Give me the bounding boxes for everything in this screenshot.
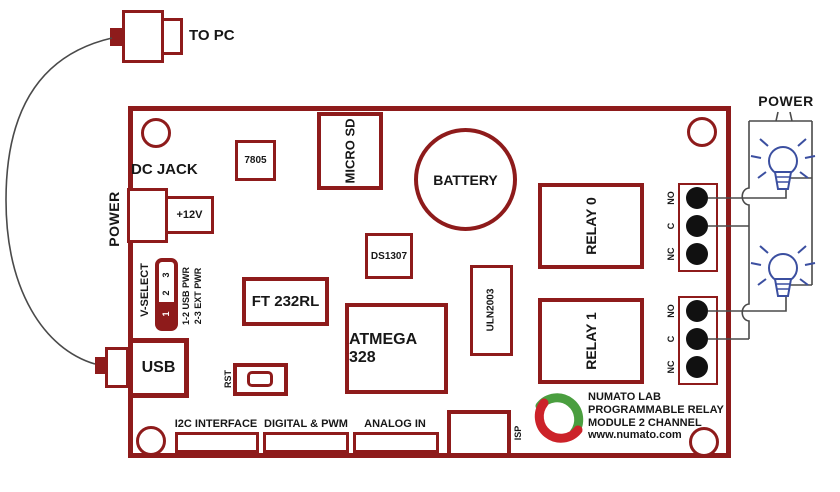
isp-header: [447, 410, 511, 457]
terminal-screw[interactable]: [686, 243, 708, 265]
dc-jack-voltage: +12V: [176, 209, 203, 221]
numato-logo-icon: [534, 393, 584, 443]
usb-plug-tip: [95, 357, 108, 374]
to-pc-label: TO PC: [189, 27, 235, 44]
mounting-hole: [689, 427, 719, 457]
vselect-jumper-cap[interactable]: [159, 302, 174, 327]
pc-usb-connector-end: [161, 18, 183, 55]
usb-port: USB: [128, 338, 189, 398]
terminal-screw[interactable]: [686, 187, 708, 209]
analog-in-header: [353, 432, 439, 453]
voltage-regulator: 7805: [235, 140, 276, 181]
terminal-screw[interactable]: [686, 300, 708, 322]
dc-jack-label: DC JACK: [131, 161, 198, 178]
pc-plug-tip: [110, 28, 123, 46]
relay-driver-chip: [470, 265, 513, 356]
brand-product-line2: MODULE 2 CHANNEL: [588, 416, 702, 429]
mounting-hole: [136, 426, 166, 456]
mcu-chip: ATMEGA 328: [345, 303, 448, 394]
reset-button-cap[interactable]: [247, 371, 273, 387]
brand-company: NUMATO LAB: [588, 391, 661, 403]
mounting-hole: [687, 117, 717, 147]
relay-1: [538, 298, 644, 384]
dc-jack-voltage-box: +12V: [165, 196, 214, 234]
lamp-circuit-wires: [708, 111, 813, 340]
brand-product-line1: PROGRAMMABLE RELAY: [588, 403, 724, 416]
terminal-screw[interactable]: [686, 328, 708, 350]
brand-website[interactable]: www.numato.com: [588, 429, 682, 442]
light-bulb-icon: [750, 245, 816, 297]
mounting-hole: [141, 118, 171, 148]
usb-connector-end: [105, 347, 129, 388]
usb-cable-wire: [5, 37, 113, 365]
terminal-screw[interactable]: [686, 356, 708, 378]
battery-holder: BATTERY: [414, 128, 517, 231]
rtc-chip: DS1307: [365, 233, 413, 279]
usb-uart-chip: FT 232RL: [242, 277, 329, 326]
digital-pwm-header: [263, 432, 349, 453]
light-bulb-icon: [750, 138, 816, 190]
micro-sd-slot: [317, 112, 383, 190]
branding-text: NUMATO LAB PROGRAMMABLE RELAY MODULE 2 C…: [588, 391, 724, 442]
usb-label: USB: [141, 359, 176, 376]
i2c-header: [175, 432, 259, 453]
relay-0: [538, 183, 644, 269]
terminal-screw[interactable]: [686, 215, 708, 237]
